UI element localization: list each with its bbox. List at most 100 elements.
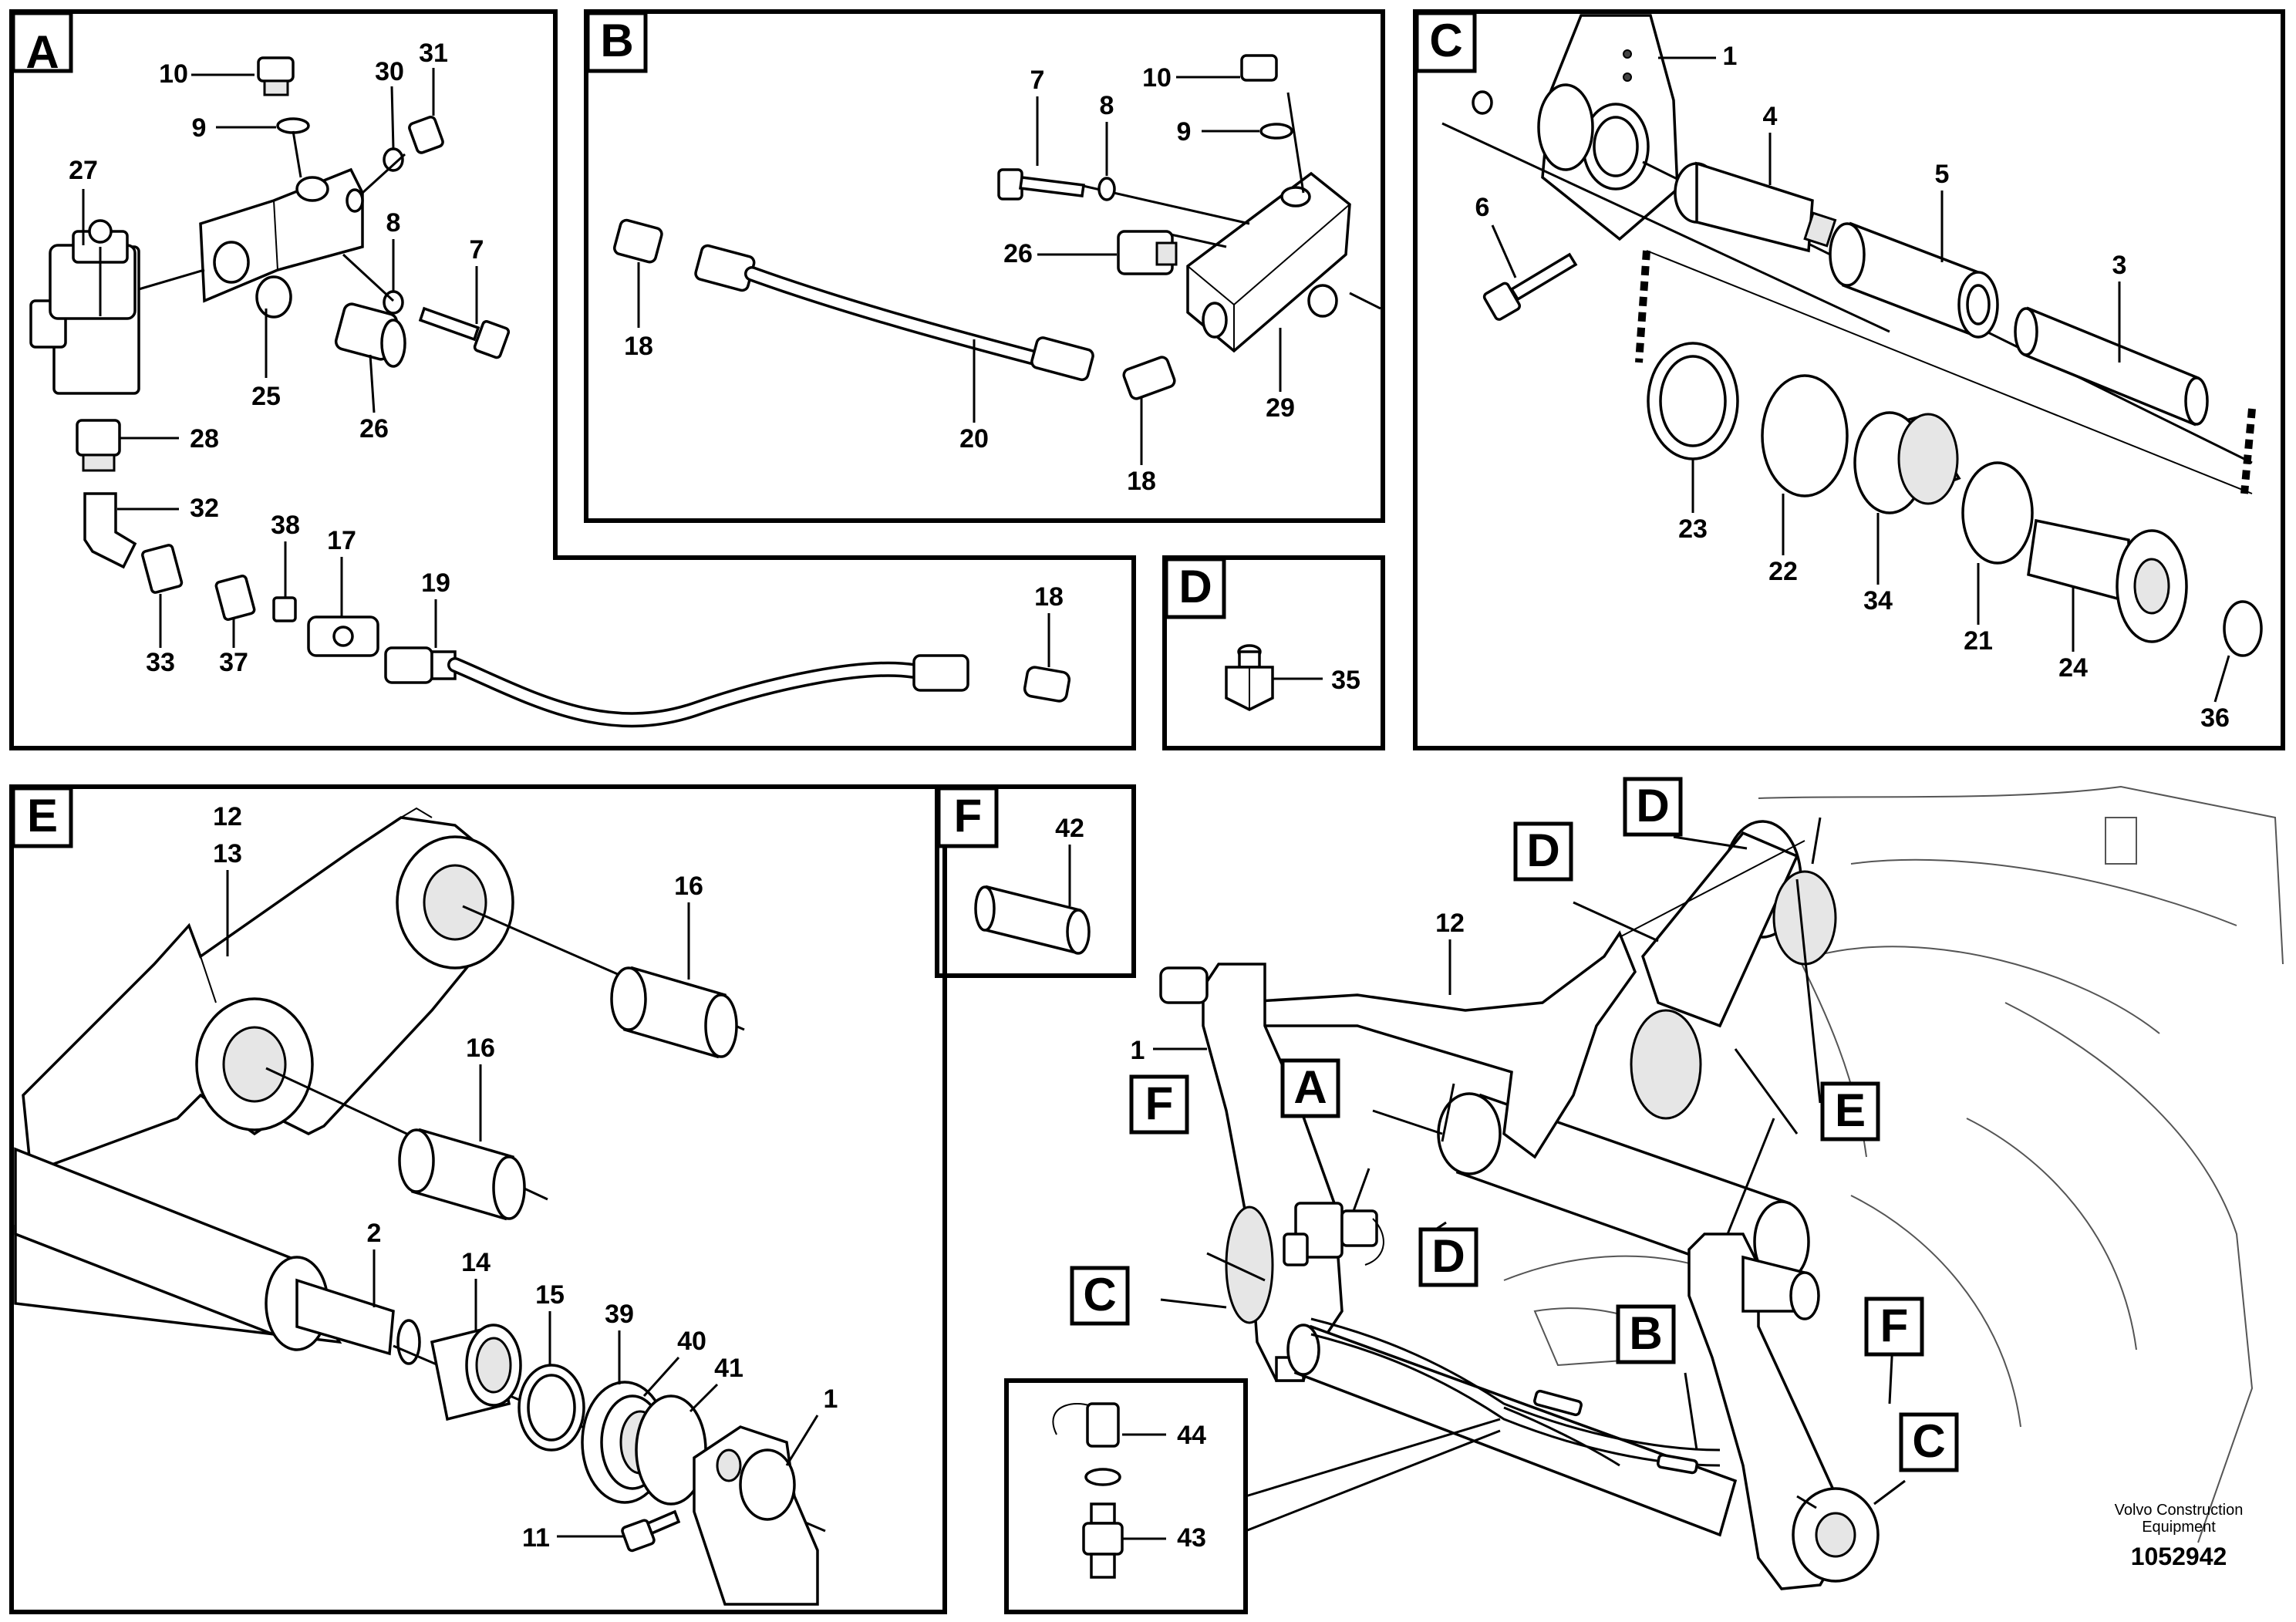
washer-23 [1647,342,1739,460]
callout-e-16b: 16 [466,1034,495,1063]
callout-b-18a: 18 [624,332,653,361]
bearing-34 [1853,411,1961,514]
fitting-chain [76,419,379,657]
callout-b-10: 10 [1142,63,1172,93]
panel-f: F 42 [935,784,1136,978]
inset-callout-44: 44 [1177,1421,1206,1450]
brand-label: Volvo Construction Equipment [2082,1502,2275,1536]
plug-31 [408,115,444,154]
washer-9b [1259,123,1293,140]
callout-b-9: 9 [1177,117,1192,147]
overview-solenoid [1283,1202,1384,1266]
bushing-16b [398,1128,526,1221]
bushing-14 [430,1324,522,1421]
solenoid-valve [29,219,140,395]
panel-c: C [1413,9,2285,750]
tube-3 [2014,306,2209,427]
panel-c-letter: C [1429,15,1462,66]
callout-a-9: 9 [192,113,207,143]
right-lever [1687,1233,1880,1590]
callout-c-4: 4 [1763,102,1778,131]
overview-tag-b: B [1629,1307,1662,1359]
flange-bushing-24 [2027,518,2188,643]
overview-tag-f1: F [1145,1077,1174,1129]
inset-quick-coupler: 44 43 [1004,1378,1248,1614]
washer-9 [276,117,310,134]
callout-a-38: 38 [271,511,300,540]
callout-a-30: 30 [375,57,404,86]
callout-a-27: 27 [69,156,98,185]
panel-e-letter: E [27,790,58,841]
callout-d-35: 35 [1331,666,1360,695]
panel-b-callouts: 7 8 10 9 26 18 20 18 29 [624,63,1295,496]
document-number: 1052942 [2130,1543,2227,1570]
inset-callout-43: 43 [1177,1523,1206,1553]
callout-a-26: 26 [359,414,389,443]
overview-tags: D D A F E D C B F C [1070,777,1959,1472]
adapter-26 [334,302,406,368]
ring-15 [518,1364,585,1452]
dust-cap-44 [1052,1402,1120,1448]
valve-block-b [1186,171,1351,353]
callout-c-22: 22 [1768,557,1798,586]
callout-a-37: 37 [219,648,248,677]
hose-19 [384,646,1071,728]
sleeve-5 [1829,221,1999,339]
callout-e-39: 39 [605,1300,634,1329]
callout-e-41: 41 [714,1354,743,1383]
lever-e-1 [693,1425,819,1606]
lower-tube [1286,1324,1738,1537]
panel-a: A [9,9,1136,750]
callout-a-31: 31 [419,39,448,68]
callout-b-7: 7 [1030,66,1045,95]
panel-a-letter: A [25,26,59,78]
callout-a-33: 33 [146,648,175,677]
overview-tag-e: E [1835,1084,1866,1136]
assembly-bracket [1635,250,2256,494]
callout-c-3: 3 [2112,251,2127,280]
coupler-43 [1082,1502,1124,1579]
adapter-26b [1117,230,1178,275]
callout-c-5: 5 [1935,160,1950,189]
callout-a-25: 25 [251,382,281,411]
callout-b-26: 26 [1003,239,1033,268]
left-lever-1 [1159,963,1344,1382]
callout-b-8: 8 [1100,91,1114,120]
panel-f-tag [936,786,999,848]
callout-c-1: 1 [1723,42,1738,71]
overview-pointers [1160,817,1906,1533]
panel-e: E [9,784,947,1614]
overview-tag-f2: F [1880,1300,1909,1351]
callout-a-18: 18 [1034,582,1064,612]
bolt-6 [1482,252,1578,321]
plug-10b [1240,54,1278,82]
overview-tag-a: A [1293,1061,1327,1113]
callout-c-21: 21 [1964,626,1993,656]
callout-e-13: 13 [213,839,242,868]
callout-c-23: 23 [1678,514,1708,544]
panel-d: D 35 [1162,555,1385,750]
callout-e-16a: 16 [674,872,703,901]
overview-callouts: 12 1 [1131,909,1465,1065]
callout-a-17: 17 [327,526,356,555]
callout-e-11: 11 [522,1523,550,1553]
o-ring-22 [1761,374,1849,497]
upper-link-12 [1231,820,1837,1159]
panel-e-callouts: 12 13 16 16 2 14 15 39 40 41 1 11 [213,802,838,1553]
pin-4 [1674,161,1837,253]
overview-tag-d2: D [1526,824,1559,876]
dowel-pin-42 [974,885,1091,955]
overview-tag-d3: D [1431,1230,1465,1282]
o-ring-44 [1084,1468,1121,1486]
overview-callout-1: 1 [1131,1036,1145,1065]
overview-tag-c1: C [1083,1269,1116,1320]
callout-e-2: 2 [367,1219,382,1248]
callout-a-10: 10 [159,59,188,89]
bolt-7a [418,306,511,359]
background-chassis [1503,785,2284,1543]
panel-d-tag [1164,557,1226,619]
bushing-16a [610,966,738,1059]
panel-e-tag [11,786,73,848]
